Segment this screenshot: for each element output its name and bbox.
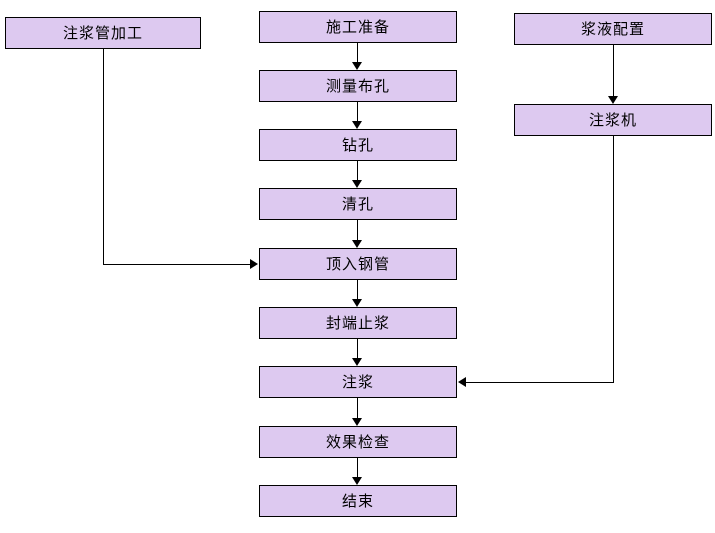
connector-survey-to-drilling <box>357 102 358 121</box>
arrowhead-drilling-to-cleaning <box>352 180 362 188</box>
node-label: 施工准备 <box>325 17 390 36</box>
node-seal-end[interactable]: 封端止浆 <box>259 307 457 339</box>
connector-fab-vertical <box>103 49 104 264</box>
arrowhead-prep-to-survey <box>352 62 362 70</box>
node-label: 钻孔 <box>341 135 374 154</box>
connector-machine-horizontal <box>466 382 614 383</box>
arrowhead-slurry-to-machine <box>608 96 618 104</box>
connector-machine-vertical <box>613 136 614 382</box>
node-label: 注浆 <box>341 372 374 391</box>
connector-fab-horizontal <box>103 264 250 265</box>
node-label: 浆液配置 <box>580 19 645 38</box>
node-effect-check[interactable]: 效果检查 <box>259 426 457 458</box>
node-grout-pipe-fab[interactable]: 注浆管加工 <box>5 17 201 49</box>
arrowhead-pipe-to-seal <box>352 299 362 307</box>
node-label: 清孔 <box>341 194 374 213</box>
connector-drilling-to-cleaning <box>357 161 358 180</box>
node-slurry-mixing[interactable]: 浆液配置 <box>514 13 712 45</box>
connector-grouting-to-check <box>357 398 358 418</box>
node-push-steel-pipe[interactable]: 顶入钢管 <box>259 248 457 280</box>
arrowhead-survey-to-drilling <box>352 121 362 129</box>
arrowhead-fab-to-pipe <box>250 259 258 269</box>
connector-cleaning-to-pipe <box>357 220 358 240</box>
node-label: 结束 <box>341 491 374 510</box>
node-drilling[interactable]: 钻孔 <box>259 129 457 161</box>
node-construction-prep[interactable]: 施工准备 <box>259 11 457 43</box>
connector-check-to-end <box>357 458 358 477</box>
arrowhead-grouting-to-check <box>352 418 362 426</box>
node-label: 测量布孔 <box>325 76 390 95</box>
arrowhead-seal-to-grouting <box>352 358 362 366</box>
connector-seal-to-grouting <box>357 339 358 358</box>
connector-slurry-to-machine <box>613 45 614 96</box>
arrowhead-check-to-end <box>352 477 362 485</box>
connector-pipe-to-seal <box>357 280 358 299</box>
node-hole-cleaning[interactable]: 清孔 <box>259 188 457 220</box>
arrowhead-cleaning-to-pipe <box>352 240 362 248</box>
node-survey-layout[interactable]: 测量布孔 <box>259 70 457 102</box>
node-label: 注浆管加工 <box>62 23 143 42</box>
node-grouting-machine[interactable]: 注浆机 <box>514 104 712 136</box>
node-end[interactable]: 结束 <box>259 485 457 517</box>
node-label: 注浆机 <box>588 110 637 129</box>
node-label: 顶入钢管 <box>325 254 390 273</box>
node-label: 效果检查 <box>325 432 390 451</box>
node-grouting[interactable]: 注浆 <box>259 366 457 398</box>
node-label: 封端止浆 <box>325 313 390 332</box>
arrowhead-machine-to-grouting <box>458 377 466 387</box>
connector-prep-to-survey <box>357 43 358 62</box>
